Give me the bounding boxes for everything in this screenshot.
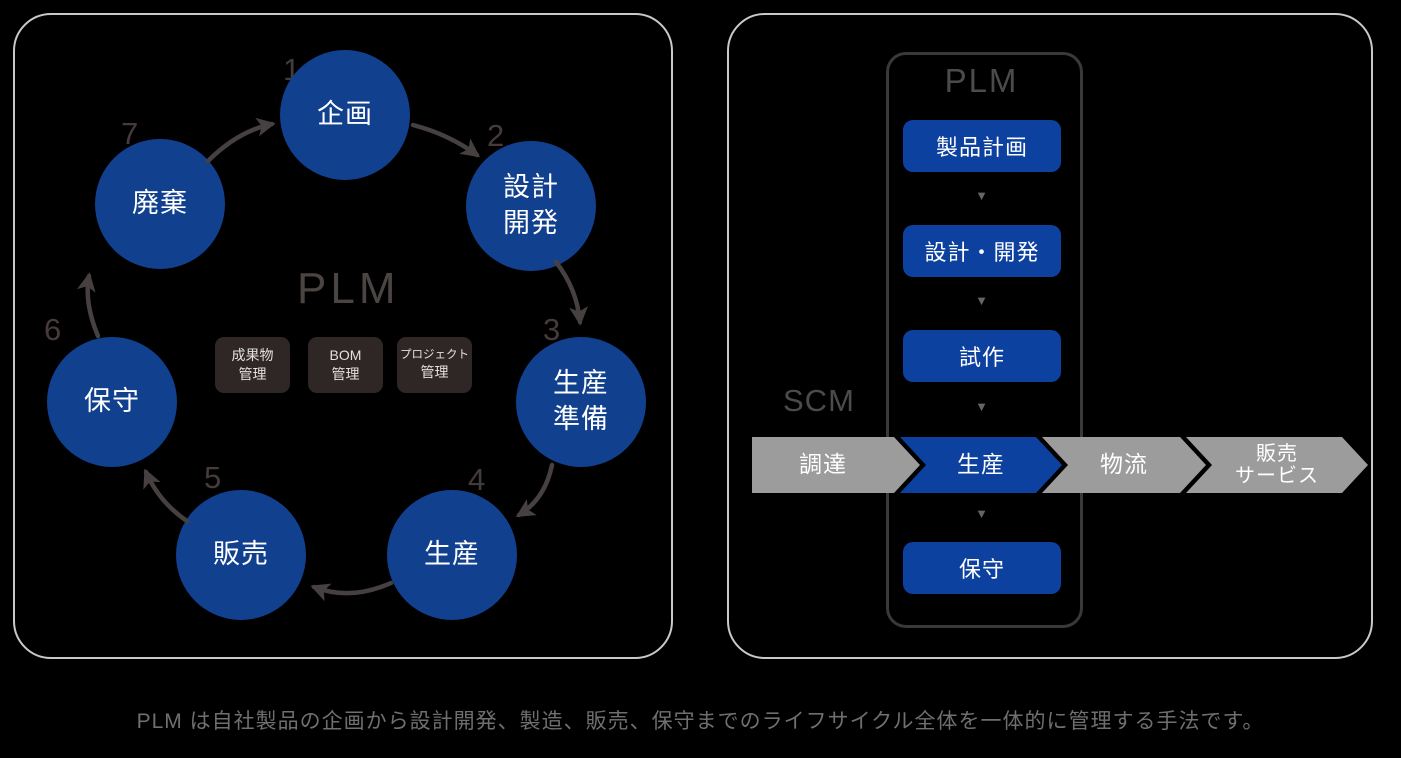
stage-number-6: 6: [44, 312, 62, 347]
stage-label: 販売: [213, 539, 269, 570]
plm-scm-panel: [727, 13, 1373, 659]
stage-label: 生産: [553, 368, 609, 399]
stage-circle-sales: 販売: [176, 490, 306, 620]
diagram-caption: PLM は自社製品の企画から設計開発、製造、販売、保守までのライフサイクル全体を…: [136, 710, 1265, 733]
stage-label: 企画: [317, 99, 373, 130]
plm-step-prototype: 試作: [903, 330, 1061, 382]
stage-circle-production: 生産: [387, 490, 517, 620]
plm-cycle-title: PLM: [297, 264, 400, 313]
scm-label: サービス: [1235, 465, 1319, 487]
plm-step-design-development: 設計・開発: [903, 225, 1061, 277]
plm-step-maintenance: 保守: [903, 542, 1061, 594]
stage-label: 保守: [84, 386, 140, 417]
down-arrow-icon: ▼: [975, 188, 988, 203]
scm-step-production: 生産: [900, 437, 1062, 493]
bom-management-box: BOM 管理: [308, 337, 383, 393]
lifecycle-panel: [13, 13, 673, 659]
box-label: プロジェクト: [400, 348, 469, 361]
stage-label: 開発: [503, 208, 559, 238]
scm-step-logistics: 物流: [1042, 437, 1206, 493]
scm-label: 販売: [1256, 442, 1298, 465]
box-label: 成果物: [231, 347, 274, 364]
box-label: 管理: [238, 366, 267, 382]
stage-label: 準備: [553, 404, 609, 434]
down-arrow-icon: ▼: [975, 293, 988, 308]
stage-label: 廃棄: [132, 188, 188, 219]
scm-row-title: SCM: [783, 383, 855, 418]
scm-label: 調達: [799, 451, 847, 478]
box-label: 管理: [331, 366, 360, 382]
plm-column-frame: [886, 52, 1083, 628]
step-label: 製品計画: [935, 135, 1028, 160]
stage-circle-disposal: 廃棄: [95, 139, 225, 269]
scm-step-sales-service: 販売 サービス: [1186, 437, 1368, 493]
scm-label: 生産: [957, 451, 1005, 478]
plm-step-product-planning: 製品計画: [903, 120, 1061, 172]
box-label: BOM: [329, 347, 362, 364]
scm-label: 物流: [1100, 451, 1148, 478]
stage-circle-maintenance: 保守: [47, 337, 177, 467]
step-label: 設計・開発: [924, 240, 1040, 265]
stage-number-2: 2: [487, 118, 505, 153]
step-label: 試作: [958, 345, 1005, 370]
stage-number-5: 5: [204, 460, 222, 495]
box-label: 管理: [420, 364, 449, 381]
project-management-box: プロジェクト 管理: [397, 337, 472, 393]
deliverables-management-box: 成果物 管理: [215, 337, 290, 393]
stage-circle-production-prep: 生産 準備: [516, 337, 646, 467]
stage-number-7: 7: [121, 116, 139, 151]
stage-circle-planning: 企画: [280, 50, 410, 180]
stage-number-4: 4: [468, 462, 486, 497]
scm-step-procurement: 調達: [752, 437, 920, 493]
stage-label: 設計: [503, 172, 559, 203]
stage-label: 生産: [424, 539, 480, 570]
step-label: 保守: [958, 557, 1005, 582]
plm-column-title: PLM: [944, 62, 1019, 99]
down-arrow-icon: ▼: [975, 399, 988, 414]
stage-circle-design-development: 設計 開発: [466, 141, 596, 271]
down-arrow-icon: ▼: [975, 506, 988, 521]
